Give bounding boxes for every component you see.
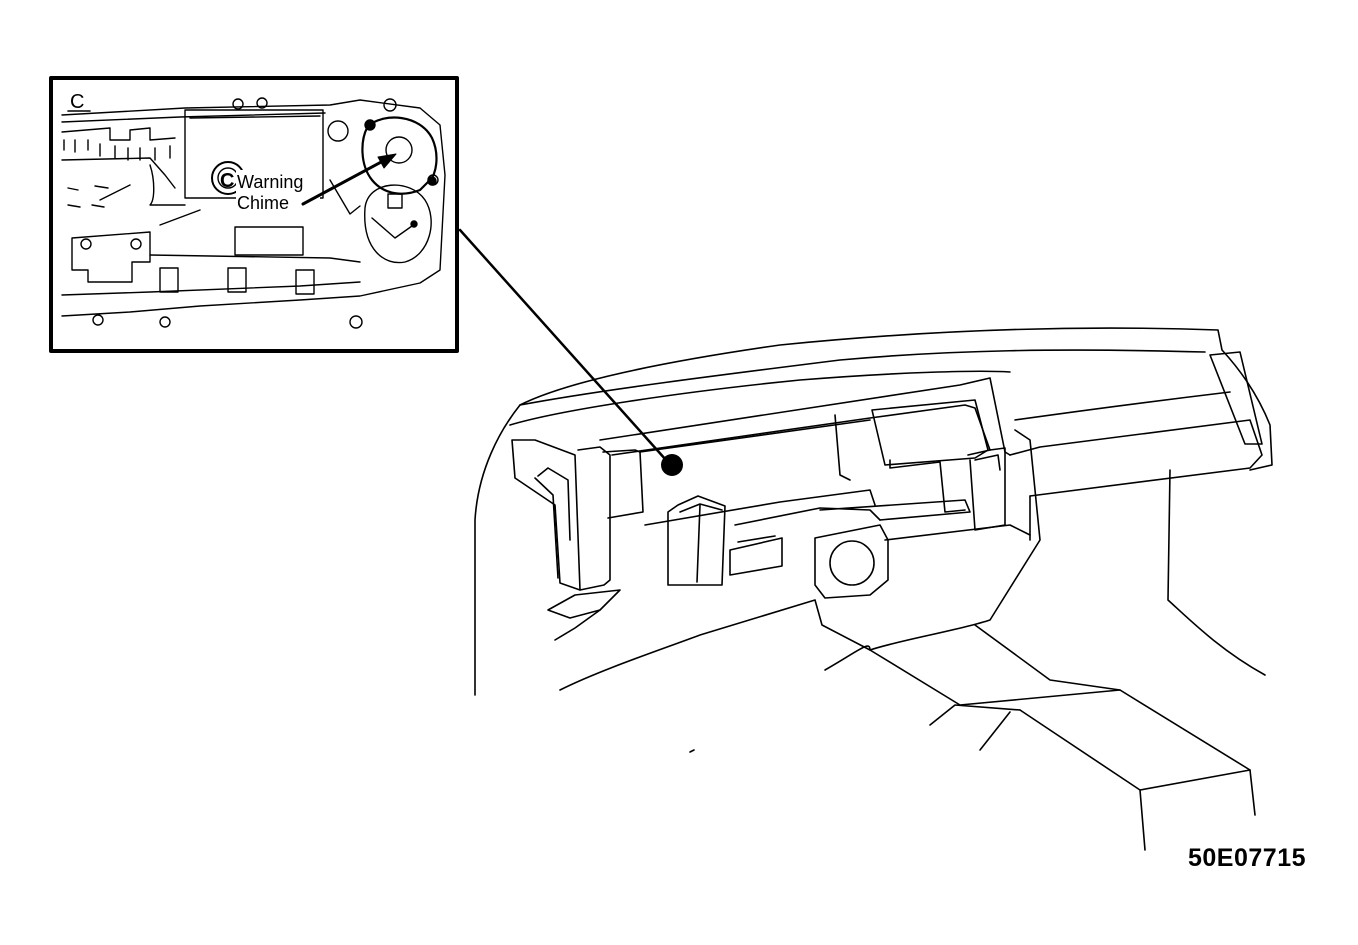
- callout-label-backdrop: [236, 170, 320, 214]
- dashboard-drawing: [474, 327, 1273, 851]
- inset-panel: C C Warning Chime: [49, 76, 459, 353]
- knob-circle: [829, 540, 875, 586]
- figure-id-label: 50E07715: [1188, 844, 1307, 872]
- callout-arrowhead: [377, 153, 397, 169]
- callout-warning-text: Warning: [237, 172, 303, 192]
- inset-leader-line: [458, 228, 668, 462]
- socket-icon-letter: C: [220, 170, 234, 192]
- location-marker-dot: [661, 454, 683, 476]
- inset-view-letter: C: [70, 91, 84, 113]
- callout-leader-line: [301, 158, 387, 206]
- callout-chime-text: Chime: [237, 193, 289, 213]
- inset-frame: [49, 76, 459, 353]
